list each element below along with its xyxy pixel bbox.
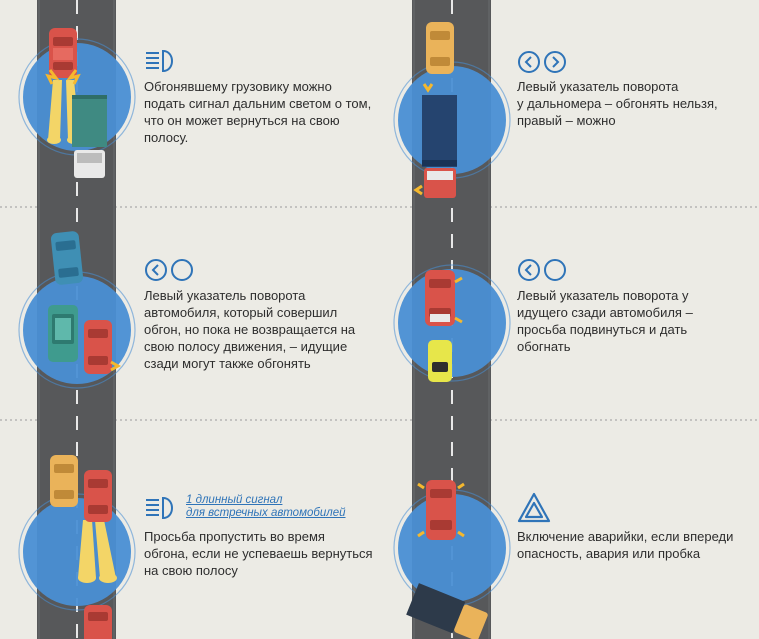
car bbox=[426, 480, 456, 540]
car bbox=[425, 270, 455, 326]
highlight-circle bbox=[398, 494, 506, 602]
hazard-warning-icon bbox=[517, 492, 551, 523]
left-turn-signal-icon bbox=[518, 259, 566, 281]
truck bbox=[72, 95, 107, 178]
caption-request-pass: Просьба пропустить во время обгона, если… bbox=[144, 528, 394, 579]
signal-flash bbox=[45, 69, 60, 85]
caption-left-signal-behind: Левый указатель поворота у идущего сзади… bbox=[517, 287, 747, 355]
car bbox=[49, 28, 77, 78]
caption-line: Обгонявшему грузовику можно bbox=[144, 79, 332, 94]
caption-line: Включение аварийки, если впереди bbox=[517, 529, 734, 544]
caption-line: Левый указатель поворота у bbox=[517, 288, 689, 303]
signal-flash bbox=[422, 83, 434, 93]
caption-line: просьба подвинуться и дать bbox=[517, 322, 688, 337]
caption-line: обгон, но пока не возвращается на bbox=[144, 322, 356, 337]
turn-signals-both-icon bbox=[518, 51, 566, 73]
caption-line: сзади могут также обгонять bbox=[144, 356, 311, 371]
caption-hazard-lights: Включение аварийки, если впереди опаснос… bbox=[517, 528, 753, 562]
caption-line: правый – можно bbox=[517, 113, 616, 128]
caption-line: обгона, если не успеваешь вернуться bbox=[144, 546, 373, 561]
car bbox=[50, 231, 84, 285]
high-beam-icon bbox=[146, 49, 173, 73]
car bbox=[50, 455, 78, 507]
note-line: для встречных автомобилей bbox=[186, 507, 346, 519]
caption-line: у дальномера – обгонять нельзя, bbox=[517, 96, 718, 111]
caption-line: Левый указатель поворота bbox=[144, 288, 306, 303]
caption-line: идущего сзади автомобиля – bbox=[517, 305, 693, 320]
car bbox=[48, 305, 78, 362]
caption-line: полосу. bbox=[144, 130, 189, 145]
high-beam-note: 1 длинный сигнал для встречных автомобил… bbox=[186, 494, 386, 520]
caption-line: автомобиля, который совершил bbox=[144, 305, 338, 320]
signal-flash bbox=[110, 360, 122, 372]
signal-flash bbox=[454, 276, 463, 324]
note-line: 1 длинный сигнал bbox=[186, 494, 283, 506]
caption-line: подать сигнал дальним светом о том, bbox=[144, 96, 372, 111]
car bbox=[428, 340, 452, 382]
caption-turn-signals-truck: Левый указатель поворота у дальномера – … bbox=[517, 78, 747, 129]
caption-line: обогнать bbox=[517, 339, 571, 354]
left-turn-signal-icon bbox=[145, 259, 193, 281]
high-beam-icon bbox=[146, 496, 173, 520]
caption-left-signal-overtaker: Левый указатель поворота автомобиля, кот… bbox=[144, 287, 394, 372]
headlight-beam bbox=[78, 520, 96, 578]
headlight-beam bbox=[95, 520, 116, 578]
car bbox=[84, 605, 112, 639]
caption-line: на свою полосу bbox=[144, 563, 238, 578]
car bbox=[426, 22, 454, 74]
car bbox=[84, 470, 112, 522]
caption-line: Просьба пропустить во время bbox=[144, 529, 325, 544]
caption-line: что он может вернуться на свою bbox=[144, 113, 340, 128]
headlight-beam bbox=[48, 80, 62, 140]
caption-line: свою полосу движения, – идущие bbox=[144, 339, 348, 354]
caption-line: Левый указатель поворота bbox=[517, 79, 679, 94]
truck bbox=[422, 95, 457, 198]
caption-line: опасность, авария или пробка bbox=[517, 546, 701, 561]
highlight-circle bbox=[23, 498, 131, 606]
car bbox=[84, 320, 112, 374]
signal-flash bbox=[417, 482, 465, 538]
truck bbox=[406, 583, 488, 639]
caption-high-beam-truck: Обгонявшему грузовику можно подать сигна… bbox=[144, 78, 394, 146]
